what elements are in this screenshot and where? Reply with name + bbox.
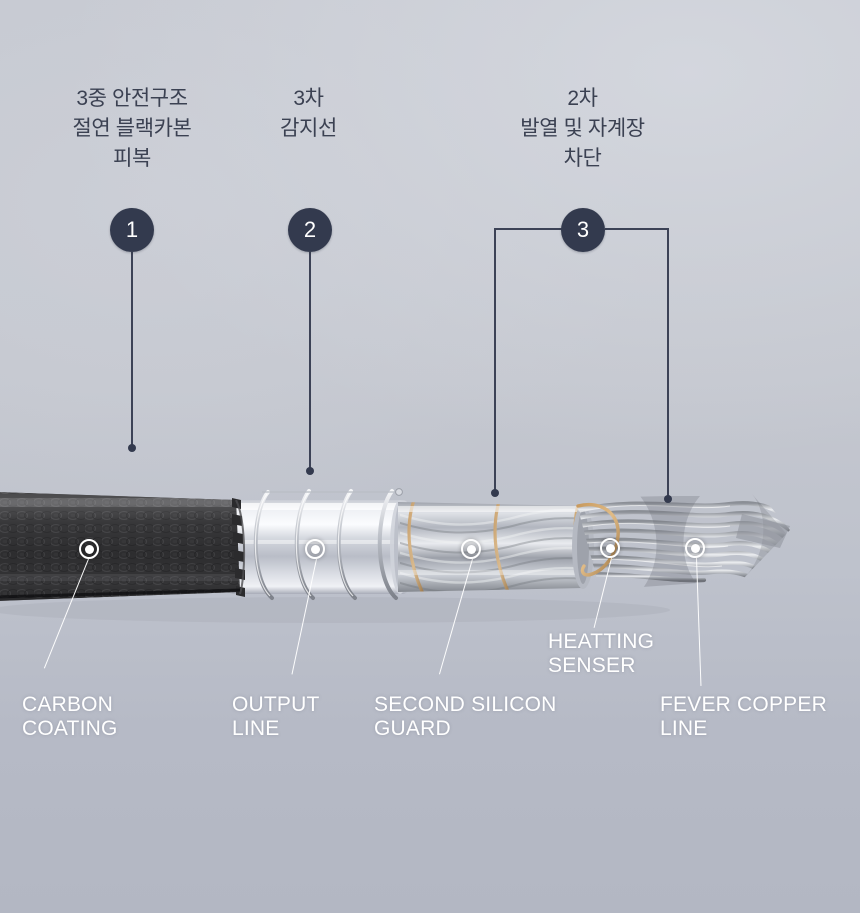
label-fever-copper-line: FEVER COPPER LINE: [660, 693, 827, 740]
second-silicon-guard-marker[interactable]: [461, 539, 481, 559]
carbon-coating-layer: [0, 492, 246, 601]
badge-2[interactable]: 2: [288, 208, 332, 252]
connector-stem-3-right: [667, 228, 669, 498]
carbon-coating-marker[interactable]: [79, 539, 99, 559]
connector-dot-3-right: [664, 495, 672, 503]
bracket-arm-right-top: [605, 228, 669, 230]
label-second-silicon-guard: SECOND SILICON GUARD: [374, 693, 557, 740]
badge-3[interactable]: 3: [561, 208, 605, 252]
label-carbon-coating: CARBON COATING: [22, 693, 118, 740]
fever-copper-line-layer: [575, 494, 790, 590]
output-line-marker[interactable]: [305, 539, 325, 559]
connector-dot-1: [128, 444, 136, 452]
badge-1[interactable]: 1: [110, 208, 154, 252]
callout-title-3: 2차 발열 및 자계장 차단: [520, 87, 645, 170]
connector-dot-2: [306, 467, 314, 475]
connector-stem-3-left: [494, 228, 496, 492]
label-heatting-senser: HEATTING SENSER: [548, 630, 655, 677]
connector-stem-1: [131, 252, 133, 447]
connector-dot-3-left: [491, 489, 499, 497]
callout-title-2: 3차 감지선: [280, 87, 337, 140]
second-silicon-guard-layer: [398, 502, 594, 592]
connector-stem-2: [309, 252, 311, 470]
bracket-arm-left-top: [494, 228, 563, 230]
label-output-line: OUTPUT LINE: [232, 693, 320, 740]
heatting-senser-marker[interactable]: [600, 538, 620, 558]
callout-title-1: 3중 안전구조 절연 블랙카본 피복: [72, 87, 192, 170]
cable-cutaway-illustration: [0, 488, 790, 623]
fever-copper-line-marker[interactable]: [685, 538, 705, 558]
